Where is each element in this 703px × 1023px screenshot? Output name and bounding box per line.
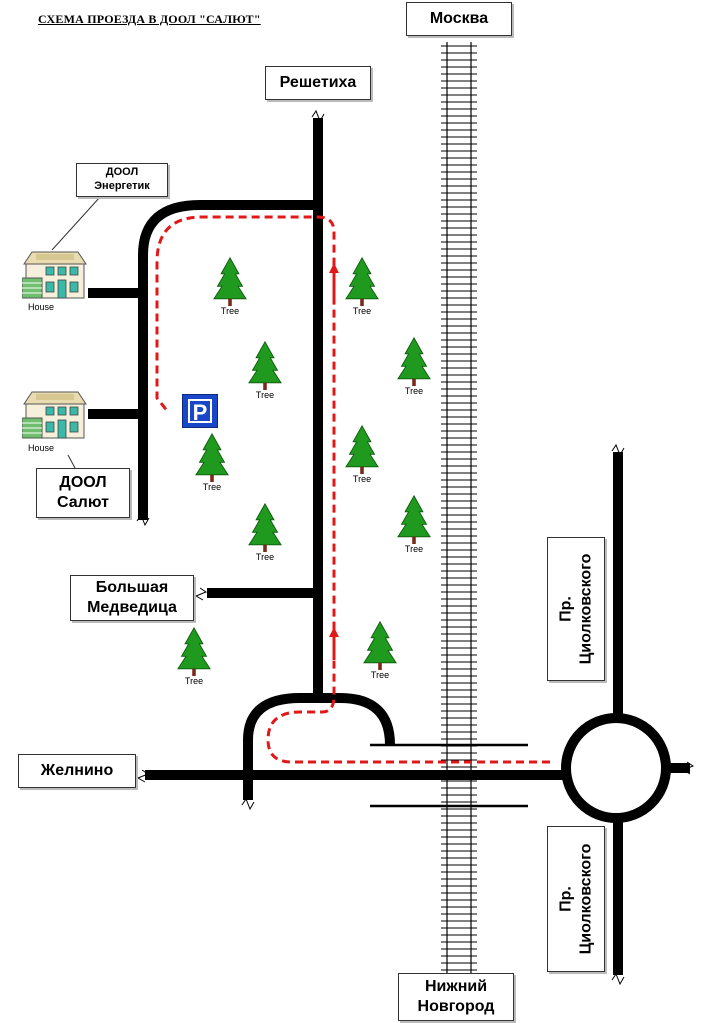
label-dool-salyut: ДООЛ Салют bbox=[36, 468, 130, 518]
route-path bbox=[155, 215, 550, 764]
tree-caption: Tree bbox=[202, 482, 222, 492]
callout-line bbox=[67, 454, 76, 469]
tree-caption: Tree bbox=[404, 544, 424, 554]
tree-icon bbox=[363, 621, 397, 670]
tree-icon bbox=[213, 257, 247, 306]
railway-icon bbox=[441, 42, 477, 975]
nnovgorod-line2: Новгород bbox=[417, 998, 495, 1015]
tree-icon bbox=[195, 433, 229, 482]
tree-caption: Tree bbox=[352, 306, 372, 316]
tree-icon bbox=[248, 341, 282, 390]
roads bbox=[88, 118, 690, 975]
salyut-line1: ДООЛ bbox=[59, 474, 107, 491]
tsiolkovsky2-line2: Циолковского bbox=[577, 843, 595, 955]
tree-icon bbox=[397, 337, 431, 386]
bridge bbox=[370, 743, 528, 808]
route bbox=[155, 215, 550, 764]
callout-line bbox=[51, 196, 101, 251]
nnovgorod-line1: Нижний bbox=[424, 978, 488, 995]
tree-caption: Tree bbox=[220, 306, 240, 316]
label-dool-energetik: ДООЛ Энергетик bbox=[76, 163, 168, 197]
medveditsa-line1: Большая bbox=[95, 579, 169, 596]
house-icon bbox=[22, 391, 87, 439]
tree-icon bbox=[345, 257, 379, 306]
tree-caption: Tree bbox=[404, 386, 424, 396]
road-energetik-loop bbox=[138, 200, 318, 520]
road-loop bbox=[243, 693, 395, 800]
label-moskva: Москва bbox=[406, 2, 512, 36]
house-caption: House bbox=[28, 443, 55, 453]
tree-icon bbox=[345, 425, 379, 474]
salyut-line2: Салют bbox=[57, 494, 109, 511]
house-caption: House bbox=[28, 302, 55, 312]
tsiolkovsky2-line1: Пр. bbox=[557, 886, 575, 912]
tree-caption: Tree bbox=[352, 474, 372, 484]
label-reshetikha: Решетиха bbox=[265, 66, 371, 100]
page-title: СХЕМА ПРОЕЗДА В ДООЛ "САЛЮТ" bbox=[38, 12, 261, 26]
label-bolshaya-medveditsa: Большая Медведица bbox=[70, 575, 194, 621]
medveditsa-line2: Медведица bbox=[87, 599, 177, 616]
roundabout-icon bbox=[561, 713, 671, 823]
tree-caption: Tree bbox=[255, 390, 275, 400]
tree-icon bbox=[248, 503, 282, 552]
tree-caption: Tree bbox=[255, 552, 275, 562]
label-tsiolkovsky-south: Пр. Циолковского bbox=[547, 826, 605, 972]
tsiolkovsky-line2: Циолковского bbox=[577, 553, 595, 665]
tree-icon bbox=[397, 495, 431, 544]
tree-icon bbox=[177, 627, 211, 676]
road-end-marks bbox=[136, 109, 695, 986]
trees bbox=[177, 257, 431, 676]
energetik-line1: ДООЛ bbox=[105, 166, 139, 179]
tsiolkovsky-line1: Пр. bbox=[557, 596, 575, 622]
label-zhelnino: Желнино bbox=[18, 754, 136, 788]
parking-icon: P bbox=[182, 394, 218, 428]
tree-caption: Tree bbox=[184, 676, 204, 686]
house-icon bbox=[22, 251, 87, 299]
label-nizhny-novgorod: Нижний Новгород bbox=[398, 973, 514, 1021]
energetik-line2: Энергетик bbox=[94, 180, 150, 192]
tree-caption: Tree bbox=[370, 670, 390, 680]
label-tsiolkovsky-north: Пр. Циолковского bbox=[547, 537, 605, 681]
